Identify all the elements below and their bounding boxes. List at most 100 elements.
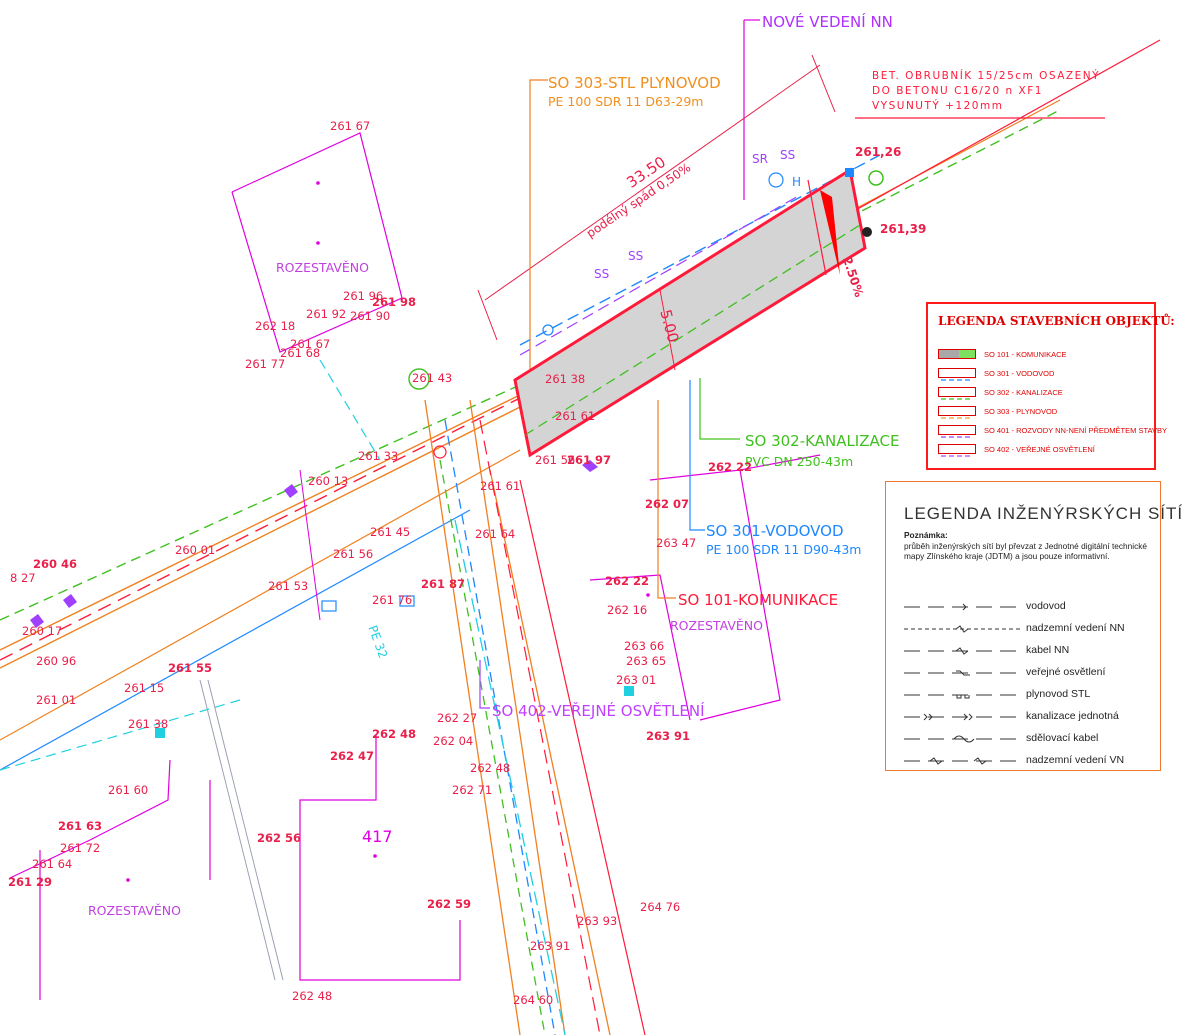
- legend-network-label: vodovod: [1026, 600, 1066, 612]
- spot-height: 261 64: [475, 527, 515, 541]
- spot-height: 261 45: [370, 525, 410, 539]
- spot-height: 262 04: [433, 734, 473, 748]
- spot-heights: 261 67 261 96 261 98 261 92 261 90 262 1…: [8, 119, 752, 1007]
- legend-object-label: SO 303 - PLYNOVOD: [984, 406, 1058, 416]
- spot-height: 261 15: [124, 681, 164, 695]
- line-sample-lighting-icon: [904, 670, 1020, 676]
- spot-height: 262 22: [605, 574, 649, 588]
- legend-network-label: kabel NN: [1026, 644, 1070, 656]
- spot-height: 261 61: [555, 409, 595, 423]
- line-sample-cable-nn-icon: [904, 647, 1020, 655]
- legend-object-label: SO 302 - KANALIZACE: [984, 387, 1063, 397]
- legend-network-label: veřejné osvětlení: [1026, 666, 1106, 678]
- spot-height: 261 61: [480, 479, 520, 493]
- swatch-sewer: [938, 387, 976, 400]
- callout-curb-2: DO BETONU C16/20 n XF1: [872, 85, 1043, 97]
- legend-object-row: SO 402 - VEŘEJNÉ OSVĚTLENÍ: [938, 443, 1095, 457]
- legend-network-label: plynovod STL: [1026, 688, 1091, 700]
- spot-height: 260 96: [36, 654, 76, 668]
- legend-network-row: vodovod: [904, 600, 1154, 614]
- spot-height: 260 46: [33, 557, 77, 571]
- legend-networks-title: LEGENDA INŽENÝRSKÝCH SÍTÍ: [904, 504, 1183, 523]
- symbols: [30, 181, 650, 882]
- spot-height: 262 48: [470, 761, 510, 775]
- legend-construction-objects: LEGENDA STAVEBNÍCH OBJEKTŮ: SO 101 - KOM…: [926, 302, 1175, 470]
- symbol-ss-1: SS: [780, 148, 795, 162]
- swatch-lighting: [938, 444, 976, 457]
- area-parcel: 417: [362, 827, 393, 846]
- spot-height: 261 43: [412, 371, 452, 385]
- spot-height: 262 22: [708, 460, 752, 474]
- spot-height: 261 38: [545, 372, 585, 386]
- spot-height: 261 67: [290, 337, 330, 351]
- spot-height: 262 71: [452, 783, 492, 797]
- symbol-ss-3: SS: [594, 267, 609, 281]
- spot-height: 261 68: [280, 346, 320, 360]
- legend-network-row: plynovod STL: [904, 688, 1154, 702]
- line-sample-telecom-icon: [904, 735, 1020, 743]
- spot-height: 261 87: [421, 577, 465, 591]
- spot-height: 261 60: [108, 783, 148, 797]
- legend-object-row: SO 301 - VODOVOD: [938, 367, 1055, 381]
- area-built-3: ROZESTAVĚNO: [88, 903, 181, 918]
- road-so101: [513, 167, 884, 458]
- line-sample-overhead-nn-icon: [904, 625, 1020, 633]
- spot-height: 261 97: [567, 453, 611, 467]
- spot-height: 262 56: [257, 831, 301, 845]
- callout-gas-title: SO 303-STL PLYNOVOD: [548, 74, 721, 92]
- legend-object-label: SO 301 - VODOVOD: [984, 368, 1055, 378]
- spot-height: 262 16: [607, 603, 647, 617]
- spot-height: 263 65: [626, 654, 666, 668]
- spot-height: 262 18: [255, 319, 295, 333]
- area-built-1: ROZESTAVĚNO: [276, 260, 369, 275]
- legend-object-row: SO 303 - PLYNOVOD: [938, 405, 1058, 419]
- spot-height: 263 93: [577, 914, 617, 928]
- spot-height: 262 48: [292, 989, 332, 1003]
- symbol-h: H: [792, 175, 801, 189]
- legend-object-label: SO 401 - ROZVODY NN-NENÍ PŘEDMĚTEM STAVB…: [984, 425, 1167, 435]
- area-built-2: ROZESTAVĚNO: [670, 618, 763, 633]
- elev-right: 261,39: [880, 222, 926, 236]
- legend-note: Poznámka: průběh inženýrských sítí byl p…: [904, 530, 1156, 562]
- line-sample-overhead-vn-icon: [904, 757, 1020, 765]
- legend-network-row: kabel NN: [904, 644, 1154, 658]
- callout-water-sub: PE 100 SDR 11 D90-43m: [706, 542, 861, 557]
- legend-engineering-networks: LEGENDA INŽENÝRSKÝCH SÍTÍ Poznámka: průb…: [885, 481, 1182, 771]
- symbol-sr: SR: [752, 152, 768, 166]
- spot-height: 260 17: [22, 624, 62, 638]
- legend-objects-title: LEGENDA STAVEBNÍCH OBJEKTŮ:: [938, 314, 1175, 328]
- spot-height: 261 38: [128, 717, 168, 731]
- callout-curb-3: VYSUNUTÝ +120mm: [872, 99, 1003, 112]
- legend-network-label: nadzemní vedení VN: [1026, 754, 1125, 766]
- legend-network-row: nadzemní vedení NN: [904, 622, 1154, 636]
- spot-height: 263 66: [624, 639, 664, 653]
- legend-note-text: průběh inženýrských sítí byl převzat z J…: [904, 540, 1148, 562]
- legend-network-row: nadzemní vedení VN: [904, 754, 1154, 768]
- spot-height: 261 76: [372, 593, 412, 607]
- callout-curb-1: BET. OBRUBNÍK 15/25cm OSAZENÝ: [872, 69, 1100, 82]
- spot-height: 260 13: [308, 474, 348, 488]
- legend-object-label: SO 101 - KOMUNIKACE: [984, 349, 1067, 359]
- callout-water-title: SO 301-VODOVOD: [706, 522, 844, 540]
- spot-height: 261 67: [330, 119, 370, 133]
- spot-height: 263 91: [530, 939, 570, 953]
- legend-object-row: SO 401 - ROZVODY NN-NENÍ PŘEDMĚTEM STAVB…: [938, 424, 1167, 438]
- area-pe32: PE 32: [365, 624, 390, 661]
- callouts: NOVÉ VEDENÍ NN SO 303-STL PLYNOVOD PE 10…: [492, 12, 1100, 720]
- callout-road-title: SO 101-KOMUNIKACE: [678, 591, 838, 609]
- legend-object-row: SO 101 - KOMUNIKACE: [938, 348, 1067, 360]
- spot-height: 262 07: [645, 497, 689, 511]
- swatch-nn: [938, 425, 976, 438]
- spot-height: 263 47: [656, 536, 696, 550]
- swatch-gas: [938, 406, 976, 419]
- swatch-water: [938, 368, 976, 381]
- dim-cross-slope: 2.50%: [840, 255, 866, 299]
- spot-height: 261 53: [268, 579, 308, 593]
- spot-height: 261 77: [245, 357, 285, 371]
- spot-height: 263 91: [646, 729, 690, 743]
- symbol-ss-2: SS: [628, 249, 643, 263]
- line-sample-water-icon: [904, 603, 1020, 611]
- callout-nn: NOVÉ VEDENÍ NN: [762, 12, 893, 31]
- callout-gas-sub: PE 100 SDR 11 D63-29m: [548, 94, 703, 109]
- legend-network-label: sdělovací kabel: [1026, 732, 1099, 744]
